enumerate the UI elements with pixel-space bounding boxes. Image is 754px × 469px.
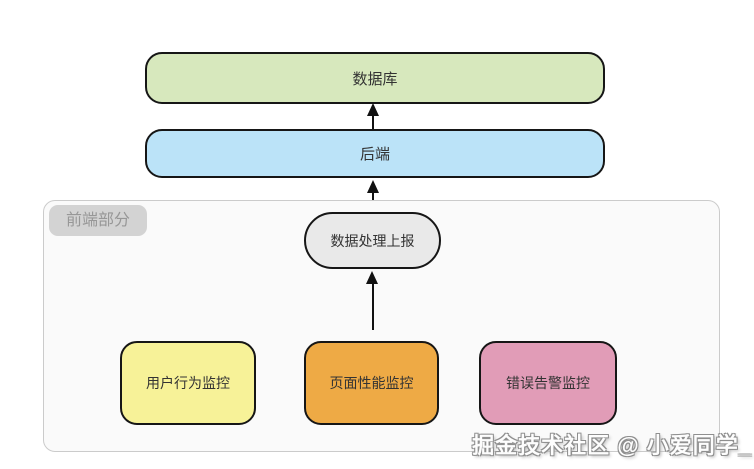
backend-node: 后端 (145, 129, 605, 178)
frontend-section-label: 前端部分 (49, 205, 148, 236)
arrowhead-up-icon (366, 271, 378, 284)
data-processing-report-node: 数据处理上报 (304, 212, 441, 269)
arrow-line (372, 116, 374, 130)
page-performance-monitor-node: 页面性能监控 (304, 341, 439, 425)
arrow-line (371, 284, 374, 330)
arrowhead-up-icon (366, 103, 379, 116)
error-alert-monitor-node: 错误告警监控 (479, 341, 617, 425)
arrow-line (372, 192, 374, 201)
watermark-text: 掘金技术社区 @ 小爱同学_ (472, 433, 752, 458)
frontend-section-container: 前端部分 数据处理上报 用户行为监控 页面性能监控 错误告警监控 (43, 200, 720, 452)
user-behavior-monitor-node: 用户行为监控 (120, 341, 256, 425)
arrowhead-up-icon (366, 180, 379, 193)
database-node: 数据库 (145, 52, 605, 104)
